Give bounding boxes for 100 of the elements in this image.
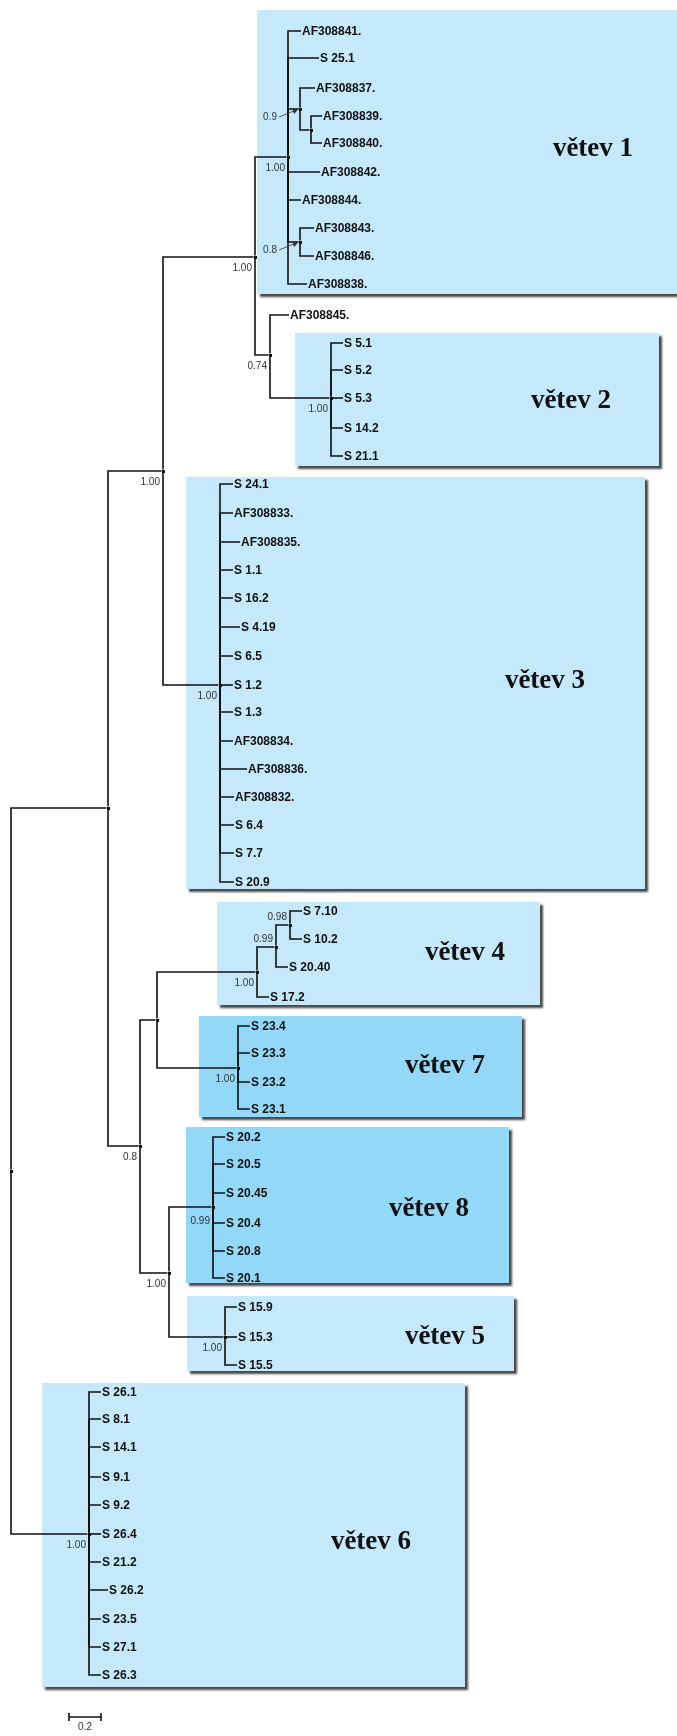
clade-label: větev 6 [330,1525,412,1555]
tree-branch [237,1068,251,1110]
tree-branch [299,227,315,242]
tree-branch [310,115,323,130]
branch-point [9,1169,13,1173]
taxon-label: S 24.1 [234,477,269,491]
taxon-label: S 23.3 [251,1046,286,1060]
tree-branch [256,946,276,972]
tree-branch [330,369,344,398]
clade-box [257,10,677,294]
tree-branch [162,256,255,471]
tree-branch [299,109,311,131]
tree-branch [139,1146,169,1274]
taxon-label: AF308833. [234,506,294,520]
branch-point [161,469,165,473]
tree-branch [156,1020,238,1069]
branch-point [87,1532,91,1536]
taxon-label: AF308839. [323,109,383,123]
taxon-label: S 23.1 [251,1102,286,1116]
tree-branch [10,807,108,1171]
branch-point [274,945,278,949]
branch-point [309,128,313,132]
taxon-label: AF308842. [321,165,381,179]
tree-branch [220,684,234,686]
taxon-label: AF308840. [323,136,383,150]
taxon-label: AF308834. [234,734,294,748]
support-value: 0.98 [267,911,287,923]
taxon-label: S 21.2 [102,1555,137,1569]
taxon-label: S 6.4 [235,818,264,832]
taxon-label: S 20.45 [226,1186,268,1200]
scale-label: 0.2 [78,1721,92,1733]
taxon-label: AF308841. [302,24,362,38]
clade-box [295,333,659,466]
taxon-label: S 23.2 [251,1075,286,1089]
taxon-label: S 4.19 [241,620,276,634]
clade-box [186,1127,509,1283]
tree-branch [275,924,290,947]
taxon-label: AF308843. [315,221,375,235]
tree-branch [269,314,290,355]
tree-branch [10,1171,89,1535]
branch-point [106,806,110,810]
taxon-label: S 20.9 [235,875,270,889]
support-value: 1.00 [232,262,252,274]
taxon-label: S 9.2 [102,1498,131,1512]
clade-box [199,1016,522,1117]
taxon-label: S 5.2 [344,363,373,377]
branch-point [253,255,257,259]
support-value: 1.00 [202,1342,222,1354]
branch-point [155,1018,159,1022]
branch-point [255,970,259,974]
support-value: 0.8 [123,1151,137,1163]
taxon-label: S 26.1 [102,1385,137,1399]
clade-box [217,902,540,1005]
taxon-label: S 26.3 [102,1668,137,1682]
tree-branch [156,971,257,1020]
support-value: 1.00 [215,1073,235,1085]
taxon-label: S 15.3 [238,1330,273,1344]
branch-point [138,1144,142,1148]
taxon-label: S 15.5 [238,1358,273,1371]
tree-branch [254,156,288,257]
branch-point [268,353,272,357]
branch-point [298,107,302,111]
taxon-label: S 7.10 [303,904,338,918]
clade-label: větev 7 [404,1049,486,1079]
taxon-label: AF308836. [248,762,308,776]
branch-point [167,1271,171,1275]
support-value: 1.00 [146,1278,166,1290]
support-value: 0.99 [190,1215,210,1227]
taxon-label: S 26.2 [109,1583,144,1597]
taxon-label: S 27.1 [102,1640,137,1654]
tree-branch [237,1052,251,1068]
tree-branch [287,108,300,157]
support-value: 1.00 [265,162,285,174]
clade-label: větev 5 [404,1320,486,1350]
clade-box [187,1296,514,1371]
taxon-label: S 15.9 [238,1300,273,1314]
tree-branch [88,1504,102,1534]
taxon-label: S 20.2 [226,1130,261,1144]
taxon-label: S 14.1 [102,1440,137,1454]
tree-branch [224,1306,238,1337]
support-value: 1.00 [308,403,328,415]
taxon-label: AF308838. [308,277,368,291]
taxon-label: S 1.2 [234,678,263,692]
taxon-label: AF308835. [241,535,301,549]
tree-branch [310,130,323,144]
support-value: 1.00 [140,476,160,488]
tree-branch [224,1337,238,1366]
clade-label: větev 8 [388,1192,470,1222]
clade-box [42,1383,465,1687]
taxon-label: S 20.40 [289,960,331,974]
taxon-label: S 23.4 [251,1019,286,1033]
tree-branch [275,947,289,968]
tree-branch [162,471,220,686]
taxon-label: S 20.8 [226,1244,261,1258]
tree-branch [225,1336,238,1338]
support-value: 0.99 [253,933,273,945]
tree-branch [168,1273,225,1338]
taxon-label: S 21.1 [344,449,379,463]
taxon-label: S 16.2 [234,591,269,605]
branch-point [223,1335,227,1339]
